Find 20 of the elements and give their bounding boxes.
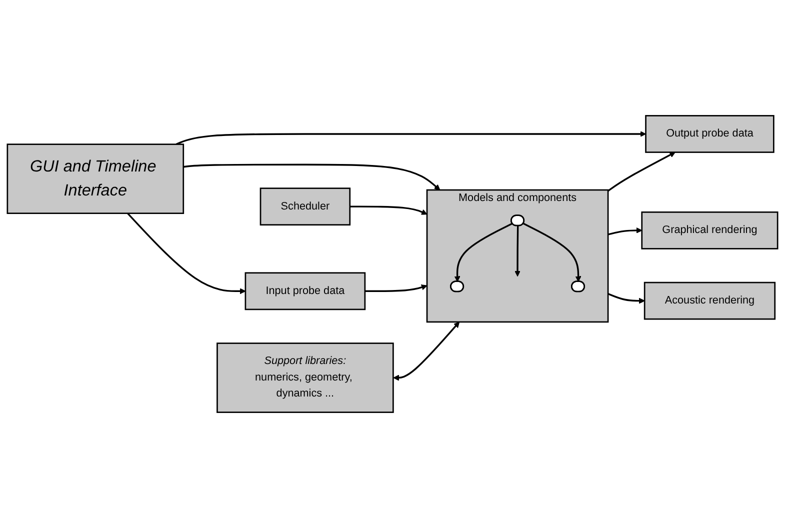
arrow <box>608 292 645 304</box>
node-box: Output probe data <box>645 115 774 153</box>
arrow <box>454 222 513 282</box>
node-box: Acoustic rendering <box>644 282 776 320</box>
arrow <box>608 227 642 236</box>
node-box: Input probe data <box>244 272 366 310</box>
node-box: Scheduler <box>260 188 351 226</box>
arrow <box>523 222 582 282</box>
arrow <box>364 284 428 292</box>
node-box: GUI and Timeline Interface <box>6 144 184 214</box>
arrow <box>127 212 246 294</box>
arrow <box>350 206 428 215</box>
arrow <box>393 322 460 381</box>
arrow <box>514 226 520 277</box>
cluster: Models and components <box>426 189 609 323</box>
arrow <box>183 164 440 190</box>
arrow <box>176 131 646 146</box>
node-box: Support libraries: numerics, geometry, dynamics ... <box>216 342 394 413</box>
node-box: Graphical rendering <box>641 211 778 250</box>
arrow <box>608 152 676 192</box>
